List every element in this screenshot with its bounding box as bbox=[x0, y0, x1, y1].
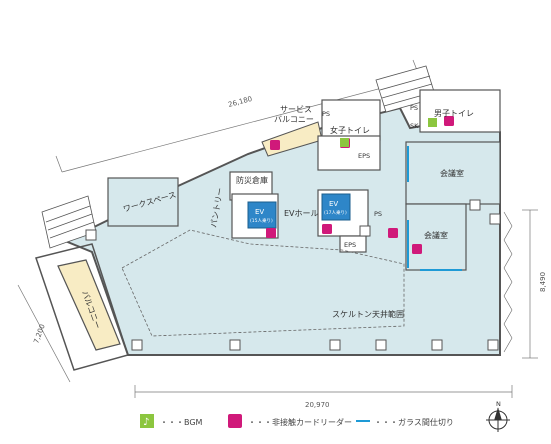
label-mens-toilet: 男子トイレ bbox=[434, 109, 474, 118]
label-ps-2: PS bbox=[410, 104, 418, 112]
card-reader-icon bbox=[388, 228, 398, 238]
bgm-markers bbox=[340, 118, 437, 147]
label-sk: SK bbox=[410, 122, 419, 130]
card-reader-icon bbox=[444, 116, 454, 126]
bgm-icon bbox=[340, 138, 349, 147]
ev-car-2 bbox=[321, 193, 351, 221]
dimension-lines bbox=[17, 59, 538, 398]
ev-2-label: EV bbox=[329, 200, 338, 208]
balcony-rail bbox=[35, 243, 129, 371]
legend-bgm-note: ♪ bbox=[143, 417, 149, 428]
label-ev-hall: EVホール bbox=[284, 209, 319, 218]
card-reader-icon bbox=[270, 140, 280, 150]
columns bbox=[85, 199, 501, 351]
ev-1-capacity: (15人乗り) bbox=[250, 217, 273, 224]
label-skeleton: スケルトン天井範囲 bbox=[332, 309, 404, 319]
label-eps-2: EPS bbox=[344, 241, 356, 249]
card-reader-icon bbox=[322, 224, 332, 234]
label-womens-toilet: 女子トイレ bbox=[330, 125, 370, 135]
label-meeting-room-2: 会議室 bbox=[424, 230, 448, 240]
skeleton-ceiling-region bbox=[121, 229, 405, 337]
label-service-balcony: サービス bbox=[280, 105, 312, 114]
ev-2-capacity: (17人乗り) bbox=[324, 209, 347, 216]
bgm-icon bbox=[428, 118, 437, 127]
stair-left bbox=[41, 195, 97, 249]
legend-card-icon bbox=[228, 414, 242, 428]
glass-partitions bbox=[407, 146, 462, 271]
legend-card-text: ・・・非接触カードリーダー bbox=[248, 417, 352, 427]
label-disaster-warehouse: 防災倉庫 bbox=[236, 175, 268, 185]
dim-top: 26,180 bbox=[227, 95, 253, 109]
meeting-rooms bbox=[405, 141, 501, 271]
dim-right: 8,490 bbox=[539, 272, 547, 292]
balcony-area bbox=[57, 259, 121, 351]
dim-bottom: 20,970 bbox=[305, 401, 330, 409]
label-eps-1: EPS bbox=[358, 152, 370, 160]
compass-icon bbox=[486, 407, 510, 432]
legend-bgm-text: ・・・BGM bbox=[160, 418, 203, 427]
label-ps-3: PS bbox=[374, 210, 382, 218]
ev-car-1 bbox=[247, 201, 277, 229]
legend-bgm-icon bbox=[140, 414, 154, 428]
card-reader-icon bbox=[412, 244, 422, 254]
compass-north-label: N bbox=[496, 400, 501, 408]
right-window-bays bbox=[503, 211, 513, 353]
legend-glass-text: ・・・ガラス間仕切り bbox=[374, 417, 454, 427]
ev-1-label: EV bbox=[255, 208, 264, 216]
card-reader-icon bbox=[266, 228, 276, 238]
label-ps-1: PS bbox=[322, 110, 330, 118]
legend: ♪ ・・・BGM ・・・非接触カードリーダー ・・・ガラス間仕切り bbox=[140, 414, 454, 428]
label-meeting-room-1: 会議室 bbox=[440, 168, 464, 178]
label-service-balcony-2: バルコニー bbox=[274, 115, 314, 124]
